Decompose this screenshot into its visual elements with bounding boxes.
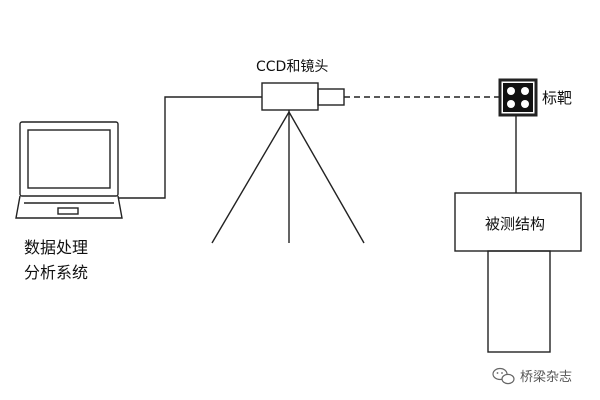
watermark-text: 桥梁杂志 bbox=[520, 370, 572, 385]
tripod bbox=[211, 110, 365, 244]
structure-label: 被测结构 bbox=[485, 215, 545, 233]
structure-base bbox=[487, 250, 551, 353]
laptop-icon bbox=[15, 121, 123, 219]
ccd-camera bbox=[261, 82, 345, 111]
processing-label-line2: 分析系统 bbox=[24, 263, 88, 282]
target-label: 标靶 bbox=[542, 89, 572, 107]
camera-label: CCD和镜头 bbox=[256, 59, 328, 75]
wechat-icon bbox=[492, 367, 515, 385]
target-board bbox=[498, 78, 538, 117]
processing-label-line1: 数据处理 bbox=[24, 238, 88, 257]
data-cable bbox=[118, 96, 262, 199]
